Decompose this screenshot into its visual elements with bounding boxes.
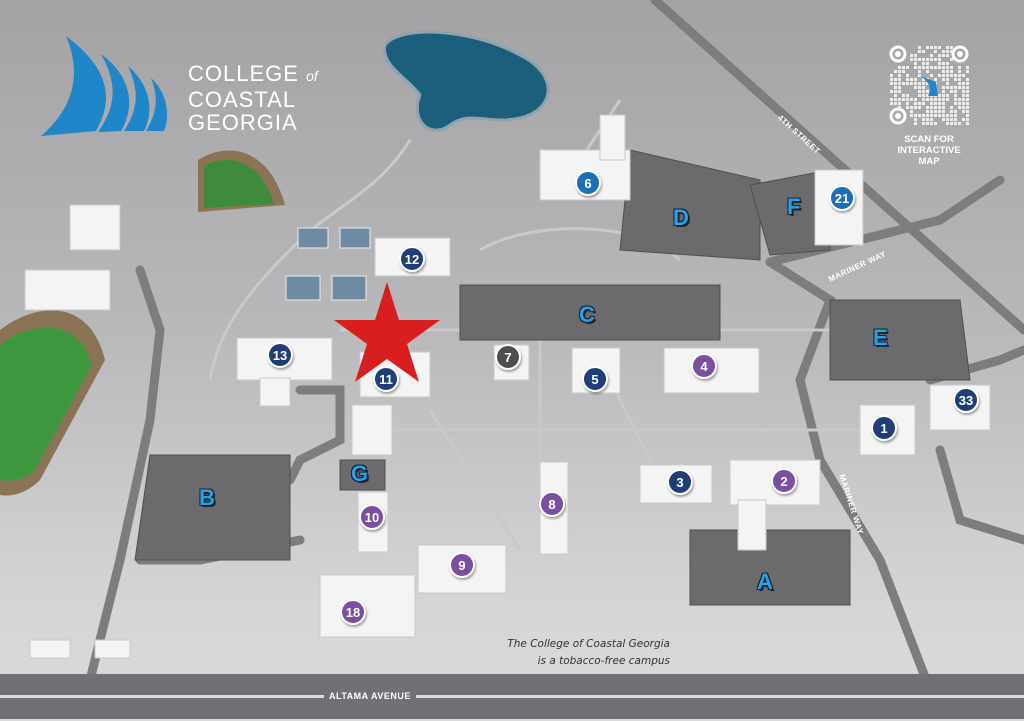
logo-line2: COASTAL [188, 87, 297, 112]
road-centerline [0, 695, 1024, 698]
parking-lot-C[interactable]: C [579, 302, 595, 327]
parking-lots [134, 149, 971, 606]
qr-caption: SCAN FOR INTERACTIVE MAP [870, 134, 988, 167]
altama-avenue-road: ALTAMA AVENUE [0, 674, 1024, 719]
college-logo [36, 36, 336, 136]
building-marker-1[interactable]: 1 [871, 415, 897, 441]
sails-logo-icon [41, 36, 168, 136]
qr-caption-line: INTERACTIVE [897, 145, 961, 156]
building-marker-8[interactable]: 8 [539, 491, 565, 517]
logo-of: of [306, 68, 318, 84]
qr-code-icon[interactable] [888, 44, 970, 126]
parking-lot-G[interactable]: G [351, 461, 369, 486]
building-marker-9[interactable]: 9 [449, 552, 475, 578]
building-marker-21[interactable]: 21 [829, 185, 855, 211]
building-marker-2[interactable]: 2 [771, 468, 797, 494]
lake [383, 30, 550, 132]
building-marker-10[interactable]: 10 [359, 504, 385, 530]
logo-line1: COLLEGE [188, 61, 299, 86]
tennis-courts [285, 227, 371, 301]
building-marker-18[interactable]: 18 [340, 599, 366, 625]
building-marker-13[interactable]: 13 [267, 342, 293, 368]
college-name: COLLEGE of COASTAL GEORGIA [188, 62, 318, 134]
parking-lot-B[interactable]: B [199, 485, 215, 510]
soccer-field [0, 327, 92, 481]
building-marker-4[interactable]: 4 [691, 353, 717, 379]
building-marker-3[interactable]: 3 [667, 469, 693, 495]
building-marker-12[interactable]: 12 [399, 246, 425, 272]
street-label-altama: ALTAMA AVENUE [324, 689, 416, 704]
parking-lot-A[interactable]: A [757, 569, 773, 594]
baseball-infield [204, 160, 274, 208]
notice-line: The College of Coastal Georgia [507, 638, 670, 650]
notice-line: is a tobacco-free campus [537, 655, 670, 667]
building-marker-6[interactable]: 6 [575, 170, 601, 196]
building-marker-33[interactable]: 33 [953, 387, 979, 413]
qr-caption-line: SCAN FOR [904, 134, 954, 145]
tobacco-free-notice: The College of Coastal Georgia is a toba… [470, 636, 670, 670]
parking-lot-F[interactable]: F [787, 194, 801, 219]
building-marker-11[interactable]: 11 [373, 366, 399, 392]
building-marker-7[interactable]: 7 [495, 344, 521, 370]
parking-lot-E[interactable]: E [873, 325, 888, 350]
qr-caption-line: MAP [918, 156, 940, 167]
logo-line3: GEORGIA [188, 110, 298, 135]
parking-lot-D[interactable]: D [673, 205, 689, 230]
you-are-here-star-icon [334, 282, 440, 382]
building-marker-5[interactable]: 5 [582, 366, 608, 392]
